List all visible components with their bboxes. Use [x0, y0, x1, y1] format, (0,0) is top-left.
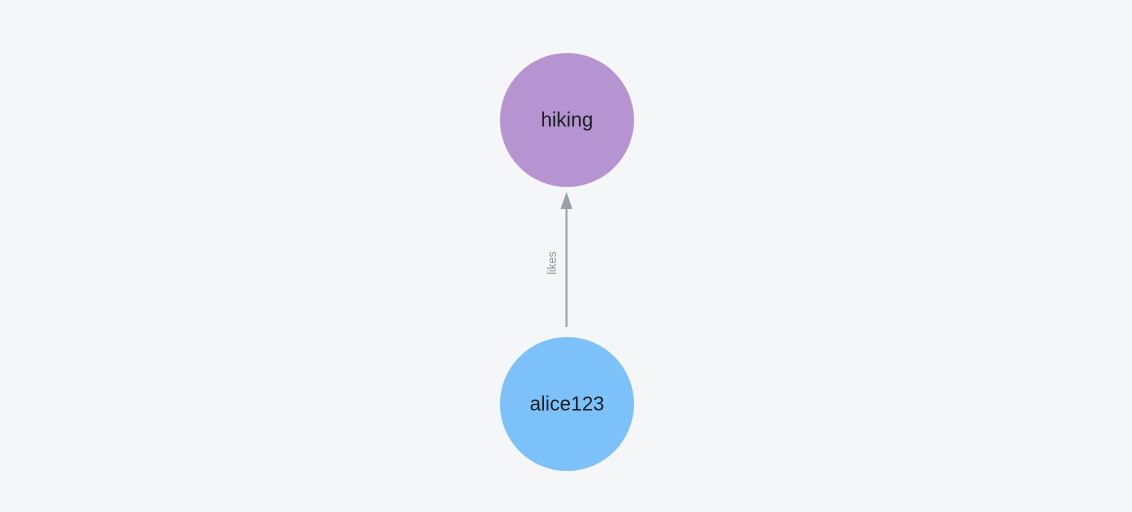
node-hiking-circle[interactable] — [500, 53, 634, 187]
node-alice123-label: alice123 — [530, 393, 605, 415]
node-alice123-circle[interactable] — [500, 337, 634, 471]
node-hiking[interactable]: hiking — [500, 53, 634, 187]
edge-likes: likes — [547, 192, 573, 327]
node-alice123[interactable]: alice123 — [500, 337, 634, 471]
node-hiking-label: hiking — [541, 109, 593, 131]
edge-arrowhead-icon — [560, 192, 573, 209]
edge-label: likes — [547, 251, 559, 274]
